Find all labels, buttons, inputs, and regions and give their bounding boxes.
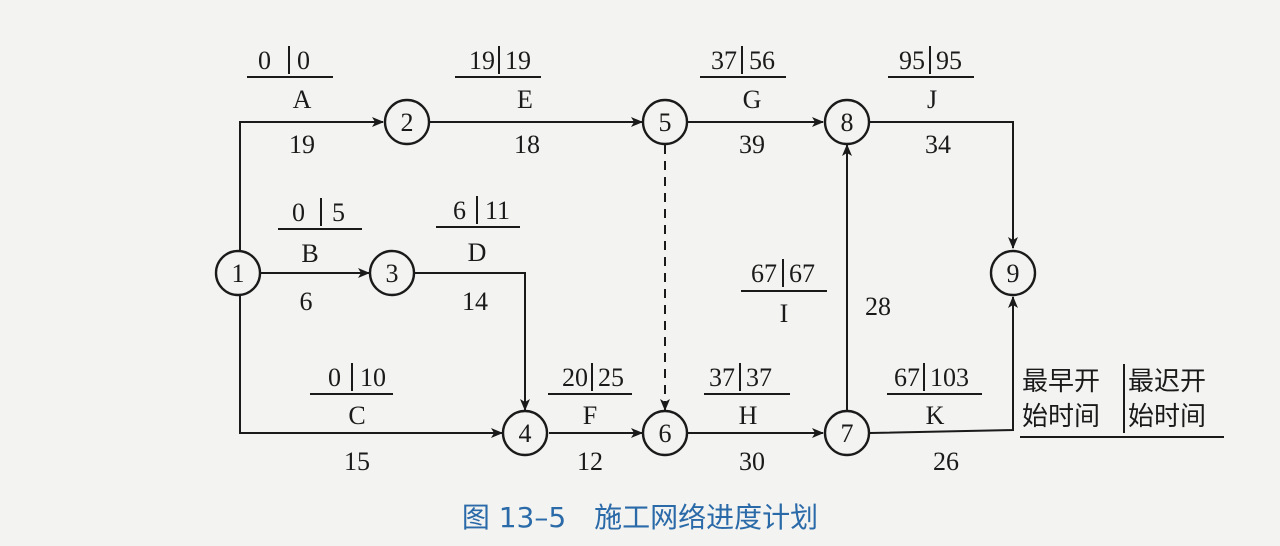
activity-H-es: 37 [709,363,735,392]
node-7-label: 7 [841,419,854,448]
node-8-label: 8 [841,108,854,137]
activity-K-es: 67 [894,363,920,392]
node-6-label: 6 [659,419,672,448]
activity-F: 20 25 F 12 [548,363,632,476]
legend: 最早开 始时间 最迟开 始时间 [1020,364,1224,438]
activity-G: 37 56 G 39 [700,46,786,159]
activity-I-name: I [780,299,789,328]
node-5-label: 5 [659,108,672,137]
activity-I-duration: 28 [865,292,891,321]
activity-D-name: D [468,238,487,267]
activity-G-duration: 39 [739,130,765,159]
legend-left-line2: 始时间 [1022,402,1100,432]
activity-E-duration: 18 [514,130,540,159]
activity-F-duration: 12 [577,447,603,476]
activity-A-es: 0 [258,46,271,75]
activity-G-es: 37 [711,46,737,75]
node-6-circle [641,409,689,457]
legend-right-line1: 最迟开 [1128,367,1206,397]
activity-E: 19 19 E 18 [455,46,541,159]
activity-A-ls: 0 [297,46,310,75]
legend-left-line1: 最早开 [1022,367,1100,397]
activity-E-name: E [517,85,533,114]
activity-H-duration: 30 [739,447,765,476]
activity-H-ls: 37 [746,363,772,392]
activity-I: 67 67 I 28 [741,259,891,328]
activity-B-name: B [301,239,318,268]
activity-E-ls: 19 [505,46,531,75]
activity-D: 6 11 D 14 [436,196,520,316]
activity-A-duration: 19 [289,130,315,159]
activity-J-ls: 95 [936,46,962,75]
activity-D-ls: 11 [485,196,510,225]
activity-K: 67 103 K 26 [887,363,982,476]
activity-I-es: 67 [751,259,777,288]
node-9-circle [989,249,1037,297]
activity-D-duration: 14 [462,287,488,316]
node-7-circle [823,409,871,457]
arrow-J [870,121,1018,249]
activity-J-duration: 34 [925,130,951,159]
activity-C-ls: 10 [360,363,386,392]
activity-G-ls: 56 [749,46,775,75]
activity-F-es: 20 [562,363,588,392]
activity-D-es: 6 [453,196,466,225]
arrow-D [411,272,530,411]
node-3-label: 3 [386,259,399,288]
node-9-label: 9 [1007,259,1020,288]
node-1-circle [214,249,262,297]
activity-C-name: C [348,401,365,430]
node-8-circle [823,98,871,146]
activity-H-name: H [739,401,758,430]
node-5-circle [641,98,689,146]
node-2-circle [383,98,431,146]
activity-B-ls: 5 [332,198,345,227]
activity-J-es: 95 [899,46,925,75]
arrow-C [239,296,503,438]
node-2-label: 2 [401,108,414,137]
activity-K-ls: 103 [930,363,969,392]
activity-H: 37 37 H 30 [704,363,790,476]
activity-J: 95 95 J 34 [888,46,974,159]
activity-G-name: G [743,85,762,114]
activity-K-duration: 26 [933,447,959,476]
activity-B-duration: 6 [300,287,313,316]
legend-right-line2: 始时间 [1128,402,1206,432]
node-4-label: 4 [519,419,532,448]
activity-F-ls: 25 [598,363,624,392]
figure-caption: 图 13–5 施工网络进度计划 [462,501,818,534]
activity-B-es: 0 [292,198,305,227]
node-1-label: 1 [232,259,245,288]
activity-J-name: J [927,85,937,114]
activity-B: 0 5 B 6 [278,198,362,316]
activity-A-name: A [293,85,312,114]
arrow-A [239,117,384,250]
activity-C-es: 0 [328,363,341,392]
activity-C: 0 10 C 15 [310,363,393,476]
activity-A: 0 0 A 19 [247,46,333,159]
activity-F-name: F [583,401,597,430]
activity-C-duration: 15 [344,447,370,476]
node-3-circle [368,249,416,297]
activity-K-name: K [926,401,945,430]
node-4-circle [501,409,549,457]
arrow-K [869,296,1018,434]
activity-I-ls: 67 [789,259,815,288]
activity-E-es: 19 [469,46,495,75]
